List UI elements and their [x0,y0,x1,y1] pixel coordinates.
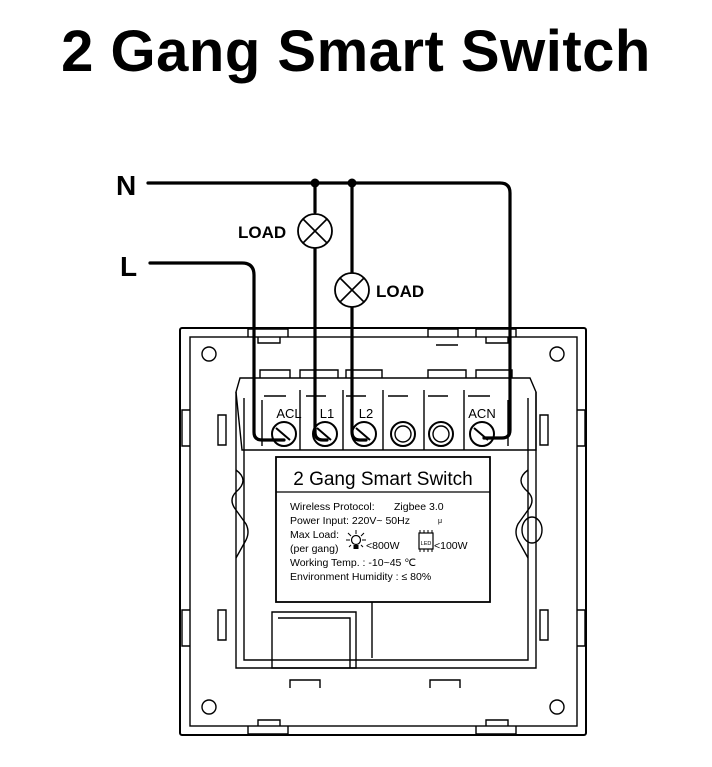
neutral-label: N [116,170,136,201]
terminal-screw-l2 [351,421,377,447]
plate-humidity: Environment Humidity : ≤ 80% [290,571,431,583]
terminal-label-l2: L2 [359,406,373,421]
diagram-title: 2 Gang Smart Switch [61,19,651,84]
lamp-load-icon [334,272,370,308]
screw-hole-top-right [549,346,565,362]
switch-back-housing [179,327,587,736]
plate-protocol-label: Wireless Protocol: [290,501,375,513]
neutral-wire [146,181,512,440]
live-wire [148,261,286,442]
screw-hole-top-left [201,346,217,362]
plate-power-input: Power Input: 220V~ 50Hz [290,515,410,527]
label-plate: 2 Gang Smart Switch Wireless Protocol: Z… [275,456,491,603]
plate-protocol-value: Zigbee 3.0 [394,501,444,513]
junction-dot-1 [310,178,320,188]
terminal-label-l1: L1 [320,406,334,421]
load2-label: LOAD [376,282,424,301]
terminal-screw-blank-2 [428,421,454,447]
led-icon: LED [418,530,434,552]
terminal-screw-blank-1 [390,421,416,447]
plate-max-load-label: Max Load: [290,529,339,541]
terminal-label-acn: ACN [468,406,495,421]
load1-wire [313,181,329,442]
terminal-screw-acn [469,421,495,447]
plate-power-mark: μ [438,518,442,525]
junction-dot-2 [347,178,357,188]
screw-hole-bottom-right [549,699,565,715]
plate-bulb-load: <800W [366,540,400,552]
bulb-icon [346,530,366,549]
plate-per-gang: (per gang) [290,543,338,555]
terminal-screw-acl [271,421,297,447]
terminal-screws [271,421,495,447]
screw-hole-bottom-left [201,699,217,715]
led-icon-text: LED [421,541,432,547]
plate-led-load: <100W [434,540,468,552]
plate-working-temp: Working Temp. : -10~45 ℃ [290,557,416,569]
load2-wire [350,181,368,442]
plate-heading: 2 Gang Smart Switch [293,469,473,490]
terminal-screw-l1 [312,421,338,447]
terminal-label-acl: ACL [276,406,301,421]
wires [146,178,512,442]
live-label: L [120,251,137,282]
lamp-load-icon [297,213,333,249]
load1-label: LOAD [238,223,286,242]
